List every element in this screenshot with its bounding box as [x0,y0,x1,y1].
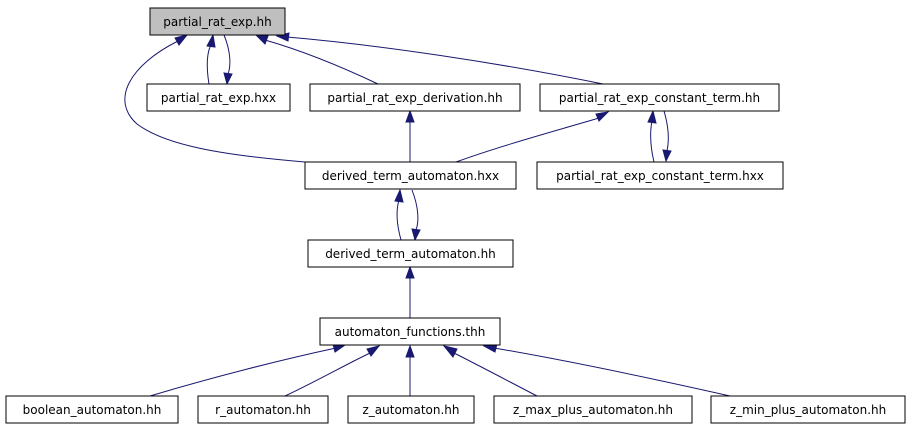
node-label: automaton_functions.thh [335,325,486,339]
arrowhead [394,188,404,203]
edge-constant-term-hxx-to-hh [650,120,655,163]
node-label: z_max_plus_automaton.hh [513,403,673,417]
node-label: partial_rat_exp.hh [163,15,272,29]
node-partial-rat-exp-derivation-hh[interactable]: partial_rat_exp_derivation.hh [309,83,521,112]
edge-r-automaton-to-automaton-functions [284,352,371,397]
arrowhead [662,149,672,163]
edge-boolean-automaton-to-automaton-functions [149,347,337,397]
node-box [309,83,521,112]
node-box [304,161,517,190]
arrowhead [174,34,189,46]
graph-edges [124,32,731,397]
node-box [347,395,475,424]
node-box [197,395,329,424]
node-label: boolean_automaton.hh [23,403,162,417]
node-partial-rat-exp-constant-term-hh[interactable]: partial_rat_exp_constant_term.hh [539,83,780,112]
arrowhead [411,228,421,242]
arrowhead [405,344,415,358]
node-box [539,83,780,112]
edge-constant-term-hh-to-hxx [663,110,669,152]
edge-z-min-plus-to-automaton-functions [493,347,731,397]
node-box [146,83,291,112]
arrowhead [366,345,381,357]
node-box [319,317,501,346]
node-partial-rat-exp-hh: partial_rat_exp.hh [149,7,286,36]
node-label: partial_rat_exp.hxx [161,91,276,105]
arrowhead [223,72,233,86]
node-label: z_min_plus_automaton.hh [730,403,886,417]
node-partial-rat-exp-hxx[interactable]: partial_rat_exp.hxx [146,83,291,112]
node-label: derived_term_automaton.hh [325,247,496,261]
node-label: r_automaton.hh [215,403,311,417]
node-derived-term-automaton-hxx[interactable]: derived_term_automaton.hxx [304,161,517,190]
node-box [149,7,286,36]
node-box [5,395,179,424]
node-box [493,395,693,424]
graph-nodes: partial_rat_exp.hh partial_rat_exp.hxx p… [5,7,906,424]
arrowhead [595,111,610,122]
node-automaton-functions-thh[interactable]: automaton_functions.thh [319,317,501,346]
arrowhead [647,109,657,124]
edge-derivation-hh-to-partial-rat-exp-hh [264,39,379,85]
edge-constant-term-hh-to-partial-rat-exp-hh [286,36,604,85]
edge-derived-term-hh-to-hxx [396,199,402,241]
arrowhead [405,265,415,279]
node-box [307,239,514,268]
node-label: z_automaton.hh [362,403,459,417]
node-label: partial_rat_exp_derivation.hh [327,91,502,105]
arrowhead [442,345,458,358]
node-label: derived_term_automaton.hxx [322,169,499,183]
node-z-automaton-hh[interactable]: z_automaton.hh [347,395,475,424]
edge-derived-term-hxx-to-constant-term-hh [455,117,600,163]
node-boolean-automaton-hh[interactable]: boolean_automaton.hh [5,395,179,424]
node-box [536,161,784,190]
arrowhead [254,34,269,45]
edge-derived-term-hxx-to-partial-rat-exp-hh [124,40,306,163]
arrowhead [206,33,216,48]
edge-derived-term-hxx-to-hh [411,189,419,231]
node-derived-term-automaton-hh[interactable]: derived_term_automaton.hh [307,239,514,268]
edge-z-max-plus-to-automaton-functions [453,352,538,397]
node-label: partial_rat_exp_constant_term.hxx [556,169,764,183]
arrowhead [405,109,415,123]
node-box [710,395,906,424]
node-partial-rat-exp-constant-term-hxx[interactable]: partial_rat_exp_constant_term.hxx [536,161,784,190]
node-r-automaton-hh[interactable]: r_automaton.hh [197,395,329,424]
node-z-max-plus-automaton-hh[interactable]: z_max_plus_automaton.hh [493,395,693,424]
node-label: partial_rat_exp_constant_term.hh [559,91,760,105]
node-z-min-plus-automaton-hh[interactable]: z_min_plus_automaton.hh [710,395,906,424]
edge-partial-rat-exp-hxx-to-hh [206,44,212,85]
edge-partial-rat-exp-hh-to-hxx [223,34,231,75]
